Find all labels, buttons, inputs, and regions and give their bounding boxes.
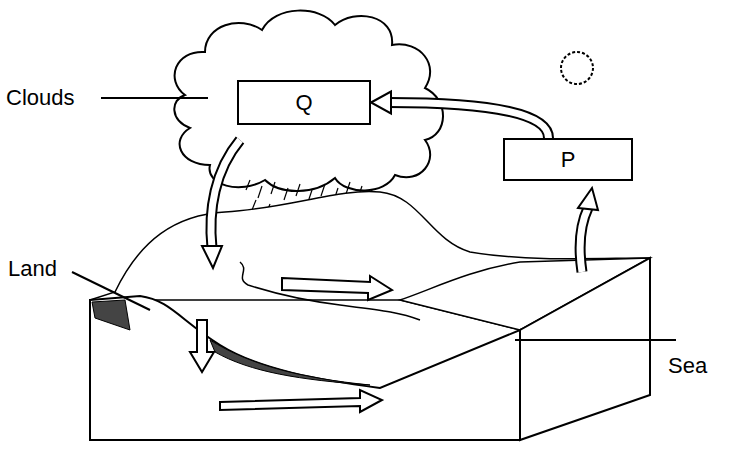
rock-shading (92, 300, 370, 385)
block-side (520, 258, 650, 440)
leader-line (101, 97, 208, 99)
evaporation-arrow (578, 188, 598, 272)
leader-line (72, 272, 150, 310)
box-letter: P (561, 149, 576, 171)
cycle-arrow (371, 92, 549, 139)
sun (561, 52, 593, 84)
process-box: P (503, 138, 633, 181)
precipitation-arrow (202, 140, 240, 268)
part-label: Sea (668, 355, 707, 377)
block-front (90, 296, 520, 440)
river (240, 262, 420, 320)
part-label: Land (8, 258, 57, 280)
groundwater-arrow (220, 390, 382, 412)
runoff-arrow (282, 276, 392, 300)
infiltration-arrow (190, 320, 214, 372)
leader-line (515, 339, 676, 341)
box-letter: Q (295, 92, 312, 114)
process-box: Q (237, 80, 371, 125)
part-label: Clouds (6, 87, 74, 109)
